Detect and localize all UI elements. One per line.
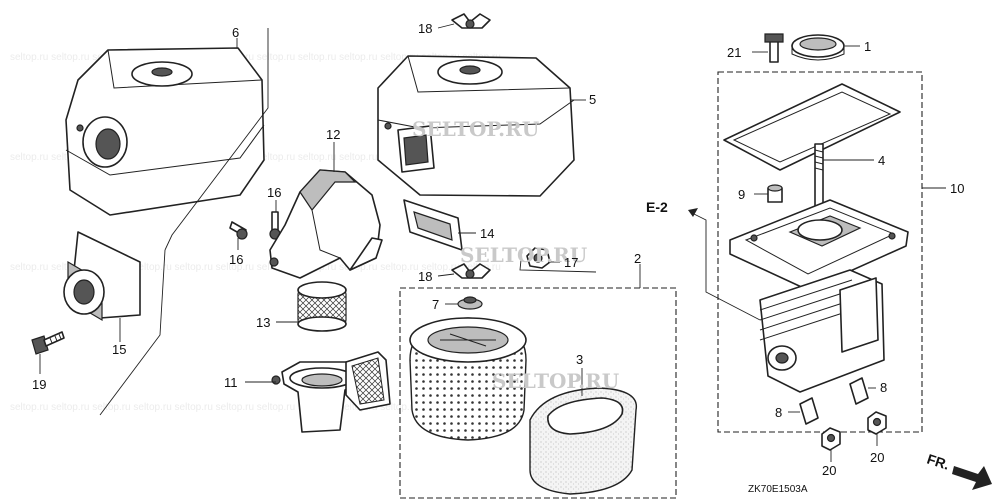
part-base-gasket — [723, 83, 901, 171]
part-8-breather-tube-b — [849, 377, 869, 405]
label-part-6: 6 — [232, 25, 239, 40]
part-9-collar — [767, 184, 783, 203]
watermark-1: SELTOP.RU — [412, 117, 539, 141]
part-6-air-cleaner-cover — [65, 47, 265, 216]
label-part-12: 12 — [326, 127, 340, 142]
label-part-2: 2 — [634, 251, 641, 266]
group-box-2 — [399, 287, 677, 499]
part-11-air-cleaner-bowl — [271, 351, 391, 433]
part-14-gasket — [403, 199, 463, 251]
front-direction-arrow — [952, 466, 992, 490]
label-part-18-bottom: 18 — [418, 269, 432, 284]
part-15-elbow — [63, 231, 141, 322]
watermark-3: SELTOP.RU — [492, 369, 619, 393]
label-part-16-lower: 16 — [229, 252, 243, 267]
label-part-3: 3 — [576, 352, 583, 367]
part-16-bolt-upper — [269, 211, 281, 240]
label-part-19: 19 — [32, 377, 46, 392]
label-part-21: 21 — [727, 45, 741, 60]
label-part-16-upper: 16 — [267, 185, 281, 200]
label-reference-e2: E-2 — [646, 199, 668, 215]
label-part-13: 13 — [256, 315, 270, 330]
label-part-8-left: 8 — [775, 405, 782, 420]
part-18-wing-nut-top — [451, 13, 491, 29]
part-1-seal-ring — [791, 34, 845, 61]
label-part-18-top: 18 — [418, 21, 432, 36]
svg-text:seltop.ru seltop.ru seltop.r: seltop.ru seltop.ru seltop.ru seltop.ru … — [10, 52, 501, 63]
label-front-direction: FR. — [925, 451, 951, 473]
label-part-11: 11 — [224, 375, 238, 390]
svg-text:seltop.ru seltop.ru seltop.r: seltop.ru seltop.ru seltop.ru seltop.ru … — [10, 402, 501, 413]
part-21-bolt — [764, 33, 784, 63]
label-part-14: 14 — [480, 226, 494, 241]
label-part-10: 10 — [950, 181, 964, 196]
label-part-15: 15 — [112, 342, 126, 357]
part-3-foam-element — [529, 387, 638, 495]
label-part-7: 7 — [432, 297, 439, 312]
label-part-5: 5 — [589, 92, 596, 107]
label-part-20-right: 20 — [870, 450, 884, 465]
watermark-2: SELTOP.RU — [460, 243, 587, 267]
label-part-20-left: 20 — [822, 463, 836, 478]
part-10-air-cleaner-base — [729, 199, 909, 393]
part-16-bolt-left — [229, 221, 248, 240]
part-12-intake-duct — [269, 169, 383, 279]
part-20-nut-left — [821, 427, 841, 451]
label-part-4: 4 — [878, 153, 885, 168]
group-box-10 — [717, 71, 923, 433]
label-part-17: 17 — [564, 255, 578, 270]
label-part-8-right: 8 — [880, 380, 887, 395]
part-17-flange-nut — [526, 247, 551, 269]
part-5-air-cleaner-cover-alt — [377, 55, 575, 197]
part-18-wing-nut-bottom — [451, 263, 491, 279]
part-19-bolt — [31, 331, 65, 355]
part-20-nut-right — [867, 411, 887, 435]
part-7-grommet — [457, 296, 483, 310]
part-8-breather-tube-a — [799, 397, 819, 425]
label-part-1: 1 — [864, 39, 871, 54]
label-part-9: 9 — [738, 187, 745, 202]
svg-text:seltop.ru seltop.ru seltop.r: seltop.ru seltop.ru seltop.ru seltop.ru … — [10, 262, 501, 273]
part-paper-filter-element — [409, 317, 527, 441]
part-13-pre-cleaner-screen — [297, 281, 347, 332]
drawing-code: ZK70E1503A — [748, 484, 808, 495]
